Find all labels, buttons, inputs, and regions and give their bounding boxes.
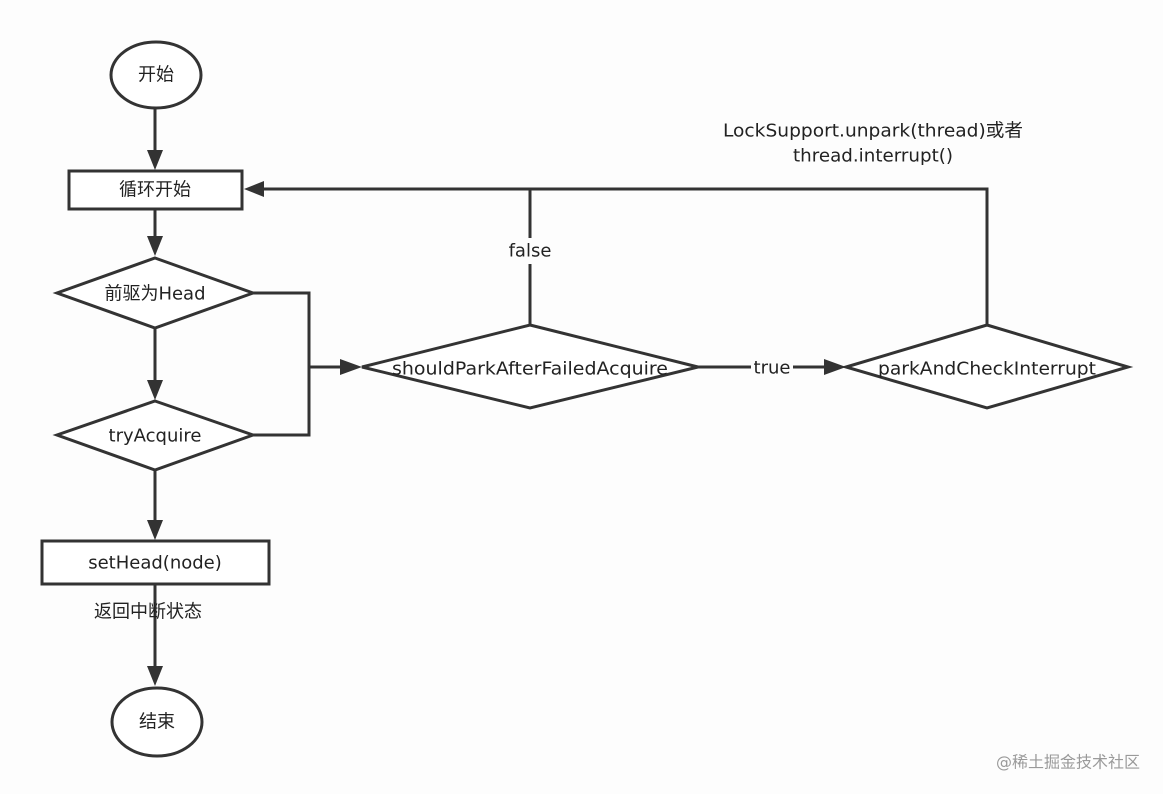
edge-park-to-loop	[262, 187, 989, 325]
return-interrupt-label: 返回中断状态	[94, 602, 202, 623]
predecessor-head-label: 前驱为Head	[104, 284, 205, 305]
unpark-label-line2: thread.interrupt()	[793, 146, 953, 167]
predecessor-head-decision	[52, 256, 258, 330]
parkandcheck-decision	[840, 323, 1134, 410]
arrowhead-tryacquire	[147, 380, 163, 400]
false-label-background	[505, 238, 555, 264]
arrowhead-loop-start	[147, 150, 163, 170]
tryacquire-decision	[52, 399, 258, 472]
true-label-background	[751, 356, 793, 380]
start-node	[109, 40, 203, 110]
tryacquire-label: tryAcquire	[109, 426, 202, 447]
edge-tryacquire-to-shouldpark	[253, 367, 311, 437]
sethead-label: setHead(node)	[88, 553, 222, 574]
shouldpark-label: shouldParkAfterFailedAcquire	[392, 359, 668, 380]
arrowhead-sethead	[147, 520, 163, 540]
parkandcheck-label: parkAndCheckInterrupt	[878, 359, 1096, 380]
arrowhead-predecessor	[147, 236, 163, 256]
end-node-label: 结束	[139, 712, 175, 733]
arrowhead-park	[824, 359, 846, 375]
arrowhead-end	[147, 666, 163, 686]
arrowhead-loop-return	[244, 181, 264, 197]
false-edge-label: false	[509, 241, 552, 262]
loop-start-node	[67, 169, 244, 211]
true-edge-label: true	[754, 358, 791, 379]
arrowhead-shouldpark	[340, 359, 362, 375]
shouldpark-decision	[361, 323, 699, 410]
unpark-label-line1: LockSupport.unpark(thread)或者	[723, 121, 1023, 142]
start-node-label: 开始	[138, 65, 174, 86]
edge-predecessor-to-shouldpark	[253, 291, 342, 369]
loop-start-label: 循环开始	[119, 180, 191, 201]
end-node	[110, 686, 204, 758]
sethead-node	[40, 539, 271, 586]
watermark: @稀土掘金技术社区	[996, 753, 1140, 772]
